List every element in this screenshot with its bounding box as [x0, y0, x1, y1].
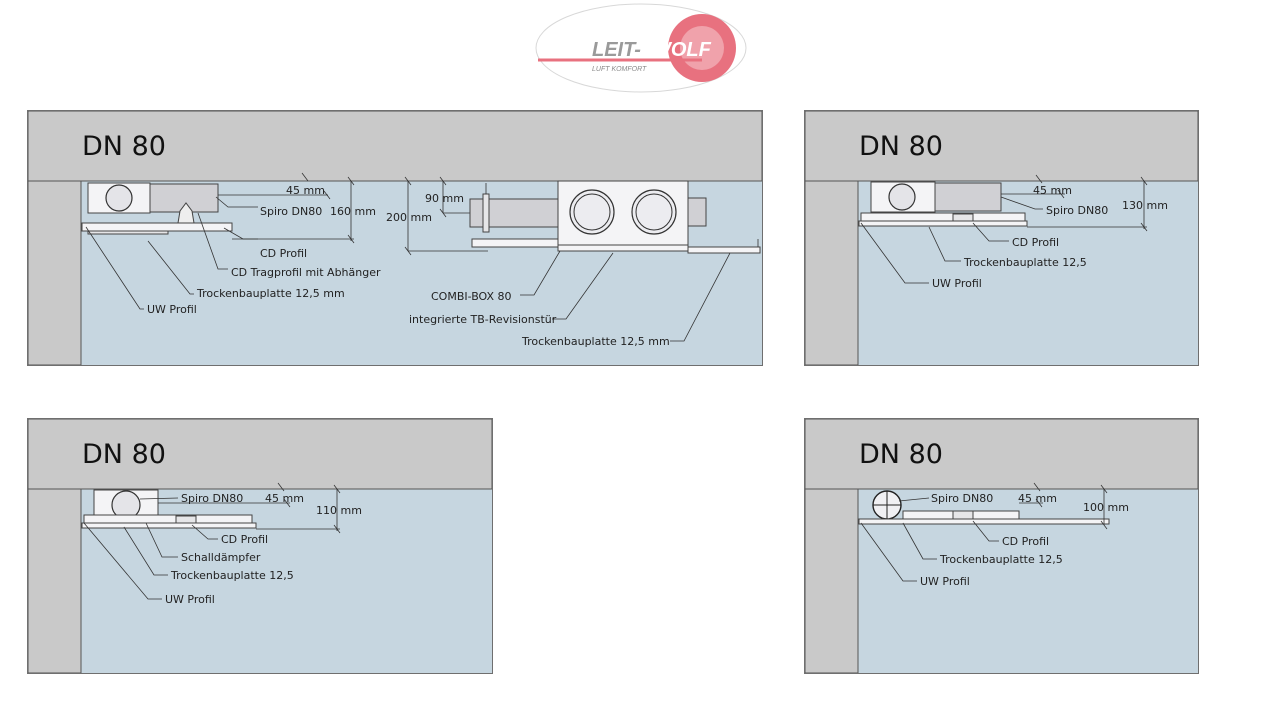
duct-right-combi — [687, 197, 707, 227]
uw-profile — [81, 522, 257, 529]
dim-130: 130 mm — [1122, 199, 1168, 212]
label-uw-profil: UW Profil — [932, 277, 982, 290]
duct-flange — [482, 193, 490, 233]
label-schalldaempfer: Schalldämpfer — [181, 551, 261, 564]
logo-circle — [668, 14, 736, 82]
label-spiro: Spiro DN80 — [181, 492, 243, 505]
label-cd-profil: CD Profil — [1012, 236, 1059, 249]
ceiling — [28, 111, 762, 182]
wall — [28, 488, 82, 673]
cd-profile — [952, 213, 974, 222]
dim-160: 160 mm — [330, 205, 376, 218]
wall — [28, 180, 82, 365]
label-spiro: Spiro DN80 — [1046, 204, 1108, 217]
label-trockenbauplatte: Trockenbauplatte 12,5 — [939, 553, 1063, 566]
dim-90: 90 mm — [425, 192, 464, 205]
drywall-board — [83, 514, 253, 524]
panel-title: DN 80 — [859, 439, 943, 470]
uw-profile — [858, 220, 1028, 227]
label-spiro: Spiro DN80 — [260, 205, 322, 218]
label-uw-profil: UW Profil — [920, 575, 970, 588]
dim-110: 110 mm — [316, 504, 362, 517]
panel-title: DN 80 — [82, 439, 166, 470]
logo-text-left: LEIT- — [592, 39, 641, 61]
cd-profile — [952, 510, 974, 520]
uw-profile — [858, 518, 1110, 525]
label-cd-tragprofil: CD Tragprofil mit Abhänger — [231, 266, 381, 279]
ceiling — [805, 111, 1198, 182]
drywall-board — [81, 222, 233, 232]
wall — [805, 488, 859, 673]
label-trockenbauplatte: Trockenbauplatte 12,5 — [170, 569, 294, 582]
label-tb-revisionstuer: integrierte TB-Revisionstür — [409, 313, 557, 326]
drywall-board — [860, 212, 1026, 222]
wall — [805, 180, 859, 365]
ceiling — [28, 419, 492, 490]
label-uw-profil: UW Profil — [165, 593, 215, 606]
duct-cross-section — [888, 183, 916, 211]
drywall-board-combi-right — [687, 246, 761, 254]
label-combi-box: COMBI-BOX 80 — [431, 290, 512, 303]
label-trockenbauplatte-2: Trockenbauplatte 12,5 mm — [521, 335, 670, 348]
label-cd-profil: CD Profil — [221, 533, 268, 546]
dim-45: 45 mm — [286, 184, 325, 197]
cd-profile — [175, 515, 197, 524]
dim-45: 45 mm — [265, 492, 304, 505]
label-trockenbauplatte: Trockenbauplatte 12,5 mm — [196, 287, 345, 300]
spiro-duct — [934, 182, 1002, 212]
leit-wolf-logo: LEIT- WOLF LUFT KOMFORT — [534, 2, 748, 94]
label-spiro: Spiro DN80 — [931, 492, 993, 505]
revision-door — [557, 244, 689, 252]
cd-profile — [87, 230, 169, 235]
duct-cross-section — [105, 184, 133, 212]
panel-bottom-left: DN 80 45 mm 110 mm Spiro DN80 CD Profil … — [27, 418, 493, 674]
panel-top-right: DN 80 45 mm 130 mm Spiro DN80 CD Profil … — [804, 110, 1199, 366]
panel-title: DN 80 — [82, 131, 166, 162]
label-uw-profil: UW Profil — [147, 303, 197, 316]
dim-45: 45 mm — [1033, 184, 1072, 197]
label-cd-profil: CD Profil — [260, 247, 307, 260]
logo-tagline: LUFT KOMFORT — [592, 66, 647, 73]
panel-main: DN 80 Spiro DN80 CD Profil CD Tragprofil… — [27, 110, 763, 366]
panel-title: DN 80 — [859, 131, 943, 162]
label-trockenbauplatte: Trockenbauplatte 12,5 — [963, 256, 1087, 269]
dim-45: 45 mm — [1018, 492, 1057, 505]
dim-100: 100 mm — [1083, 501, 1129, 514]
panel-bottom-right: DN 80 45 mm 100 mm Spiro DN80 CD Profil … — [804, 418, 1199, 674]
ceiling — [805, 419, 1198, 490]
logo-text-right: WOLF — [652, 39, 712, 61]
dim-200: 200 mm — [386, 211, 432, 224]
label-cd-profil: CD Profil — [1002, 535, 1049, 548]
